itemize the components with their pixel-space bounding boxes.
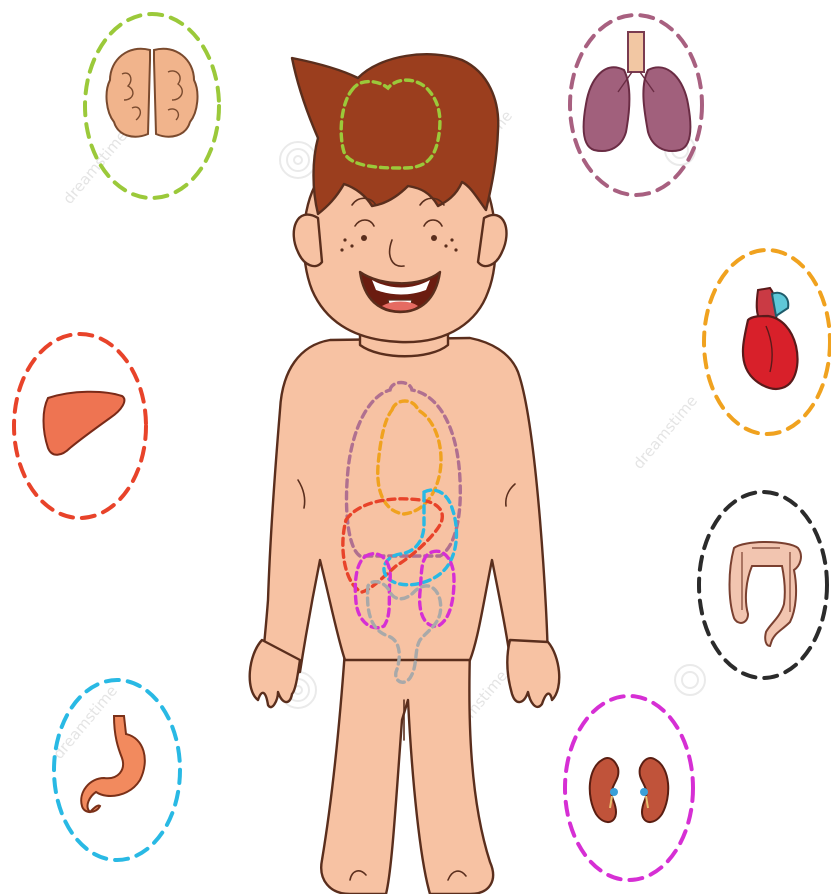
kidneys-icon — [590, 758, 669, 822]
stomach-ring — [54, 680, 180, 860]
liver-icon — [44, 392, 125, 455]
intestines-ring — [699, 492, 827, 678]
heart-badge — [704, 250, 830, 434]
stomach-icon — [81, 716, 145, 812]
lungs-badge — [570, 15, 702, 195]
boy-right-ear — [478, 215, 506, 266]
boy-left-ear — [294, 215, 322, 266]
heart-icon — [743, 288, 798, 389]
watermark-text: dreamstime — [49, 682, 121, 763]
watermark-text: dreamstime — [59, 127, 131, 208]
stomach-badge — [54, 680, 180, 860]
kidneys-badge — [565, 696, 693, 880]
intestines-icon — [730, 542, 801, 646]
brain-badge — [85, 14, 219, 198]
boy-head — [304, 178, 496, 342]
boy-figure — [250, 54, 560, 894]
brain-icon — [107, 49, 198, 137]
intestines-badge — [699, 492, 827, 678]
lungs-icon — [584, 32, 691, 151]
boy-right-hand — [507, 640, 559, 707]
watermark-text: dreamstime — [629, 392, 701, 473]
liver-badge — [14, 334, 146, 518]
boy-legs — [321, 650, 493, 894]
brain-ring — [85, 14, 219, 198]
kidneys-ring — [565, 696, 693, 880]
